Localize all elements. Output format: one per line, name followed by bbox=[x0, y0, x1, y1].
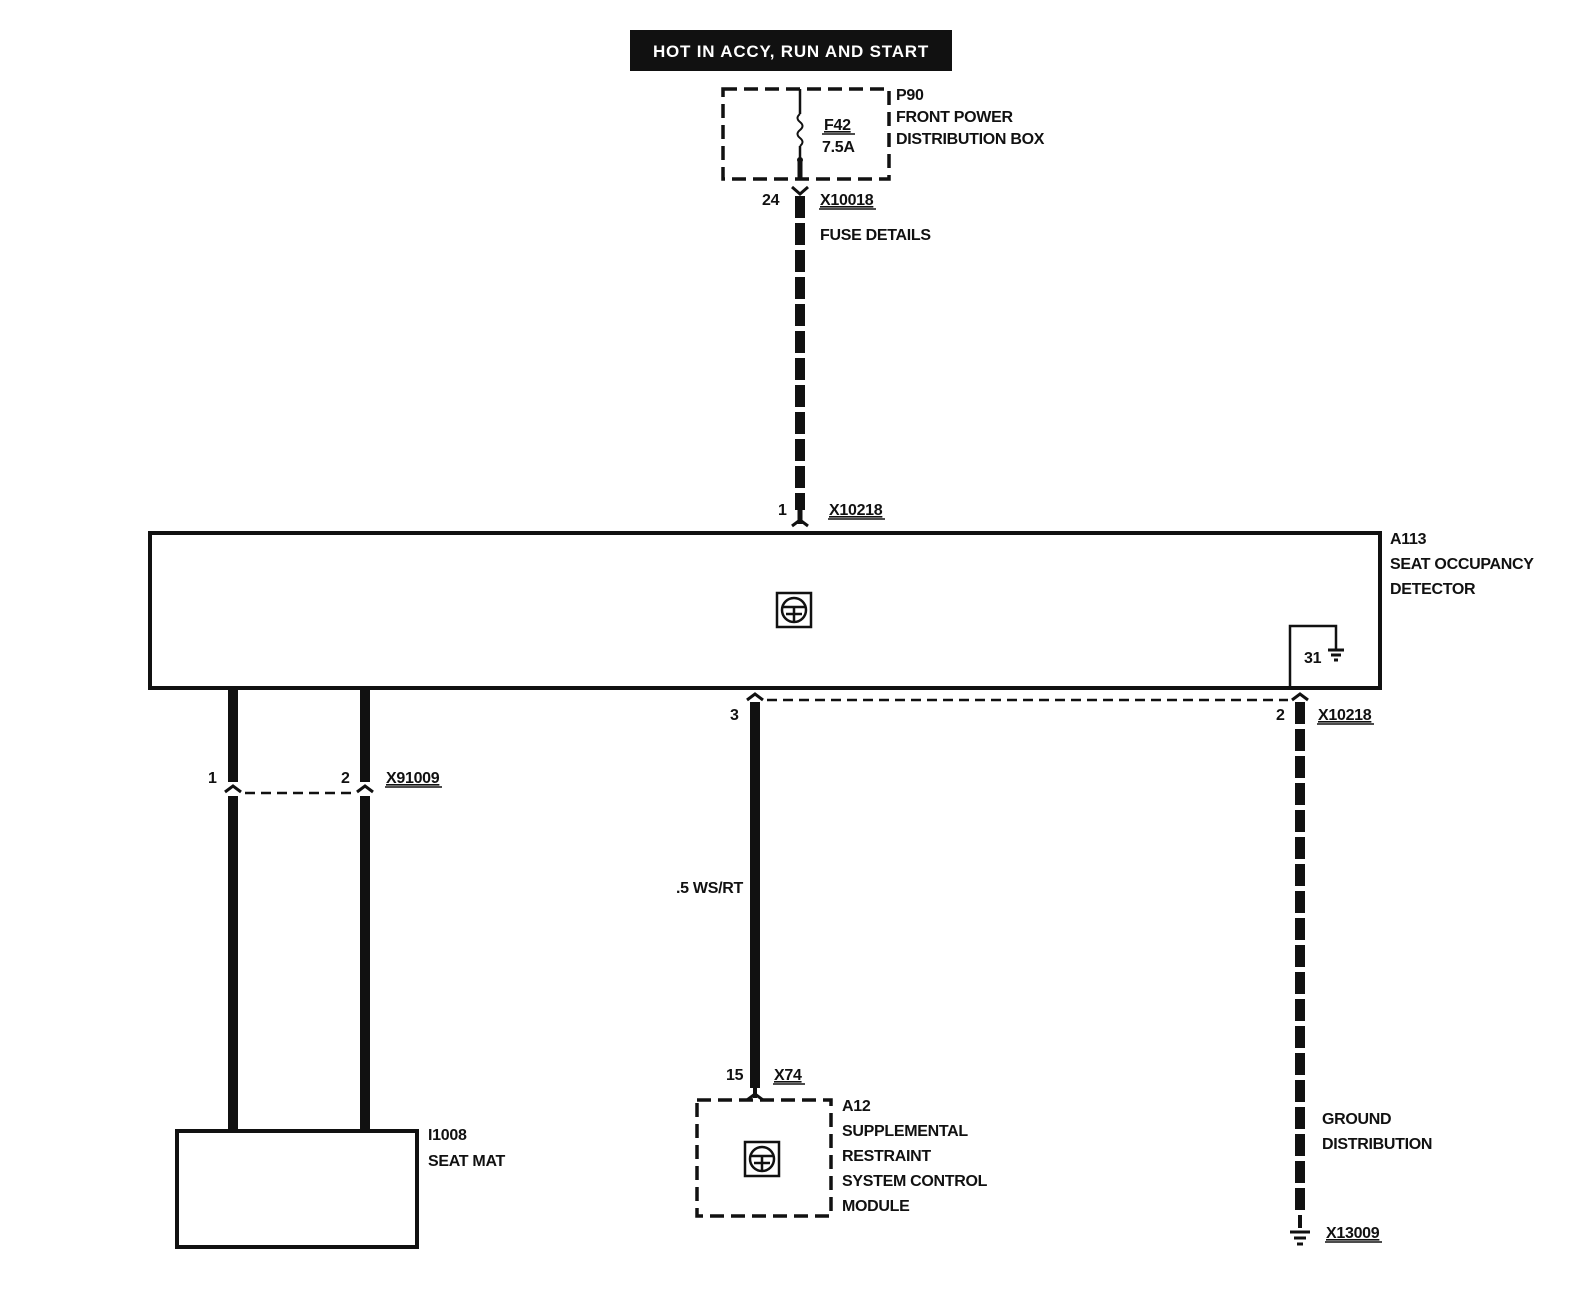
srs-wire-color: .5 WS/RT bbox=[676, 880, 743, 897]
srs-name-2: RESTRAINT bbox=[842, 1148, 931, 1165]
pin-1-top: 1 bbox=[778, 502, 787, 519]
srs-control-module: A12 SUPPLEMENTAL RESTRAINT SYSTEM CONTRO… bbox=[695, 1098, 988, 1218]
fuse-box-name-1: FRONT POWER bbox=[896, 109, 1013, 126]
connector-x74-label: X74 bbox=[774, 1067, 802, 1084]
seat-mat-pin-1: 1 bbox=[208, 770, 217, 787]
power-source-label: HOT IN ACCY, RUN AND START bbox=[653, 42, 929, 61]
fuse-rating: 7.5A bbox=[822, 139, 855, 156]
connector-x10018-label: X10018 bbox=[820, 192, 874, 209]
fuse-id: F42 bbox=[824, 117, 851, 134]
connector-x13009-label: X13009 bbox=[1326, 1225, 1380, 1242]
internal-ground-31: 31 bbox=[1288, 624, 1344, 688]
ground-symbol-icon bbox=[1328, 648, 1344, 662]
seat-mat-id: I1008 bbox=[428, 1127, 467, 1144]
connector-x10218-top-label: X10218 bbox=[829, 502, 883, 519]
srs-wire: .5 WS/RT 15 X74 bbox=[676, 702, 805, 1102]
srs-name-1: SUPPLEMENTAL bbox=[842, 1123, 968, 1140]
fuse-details-link[interactable]: FUSE DETAILS bbox=[820, 227, 932, 244]
power-source-banner: HOT IN ACCY, RUN AND START bbox=[630, 30, 952, 71]
connector-x10218-bottom-label: X10218 bbox=[1318, 707, 1372, 724]
fuse-box-id: P90 bbox=[896, 87, 924, 104]
pin-2: 2 bbox=[1276, 707, 1285, 724]
seat-mat-wiring: 1 2 X91009 bbox=[208, 690, 442, 1131]
pin-31: 31 bbox=[1304, 650, 1322, 667]
seat-mat-pin-2: 2 bbox=[341, 770, 350, 787]
ground-symbol-icon bbox=[1290, 1230, 1310, 1246]
srs-name-3: SYSTEM CONTROL bbox=[842, 1173, 988, 1190]
connector-x10218-top: 1 X10218 bbox=[778, 502, 885, 528]
fuse-box-name-2: DISTRIBUTION BOX bbox=[896, 131, 1045, 148]
seat-occupancy-detector: 31 A113 SEAT OCCUPANCY DETECTOR bbox=[148, 531, 1535, 690]
fuse-symbol-icon bbox=[796, 113, 804, 147]
ground-name-2: DISTRIBUTION bbox=[1322, 1136, 1432, 1153]
connector-x91009-label: X91009 bbox=[386, 770, 440, 787]
airbag-symbol-icon bbox=[743, 1140, 781, 1178]
seat-mat: I1008 SEAT MAT bbox=[175, 1127, 506, 1249]
ground-name-1: GROUND bbox=[1322, 1111, 1391, 1128]
ground-wire: GROUND DISTRIBUTION X13009 bbox=[1290, 702, 1432, 1246]
pin-3: 3 bbox=[730, 707, 739, 724]
srs-pin-15: 15 bbox=[726, 1067, 744, 1084]
seat-mat-name: SEAT MAT bbox=[428, 1153, 506, 1170]
connector-x10218-bottom: 3 2 X10218 bbox=[730, 692, 1374, 725]
srs-name-4: MODULE bbox=[842, 1198, 910, 1215]
detector-name-1: SEAT OCCUPANCY bbox=[1390, 556, 1534, 573]
airbag-symbol-icon bbox=[775, 591, 813, 629]
connector-x10018: 24 X10018 FUSE DETAILS bbox=[762, 185, 932, 244]
detector-id: A113 bbox=[1390, 531, 1427, 548]
srs-id: A12 bbox=[842, 1098, 871, 1115]
pin-24: 24 bbox=[762, 192, 780, 209]
fuse-box-p90: F42 7.5A P90 FRONT POWER DISTRIBUTION BO… bbox=[721, 87, 1045, 181]
detector-name-2: DETECTOR bbox=[1390, 581, 1476, 598]
